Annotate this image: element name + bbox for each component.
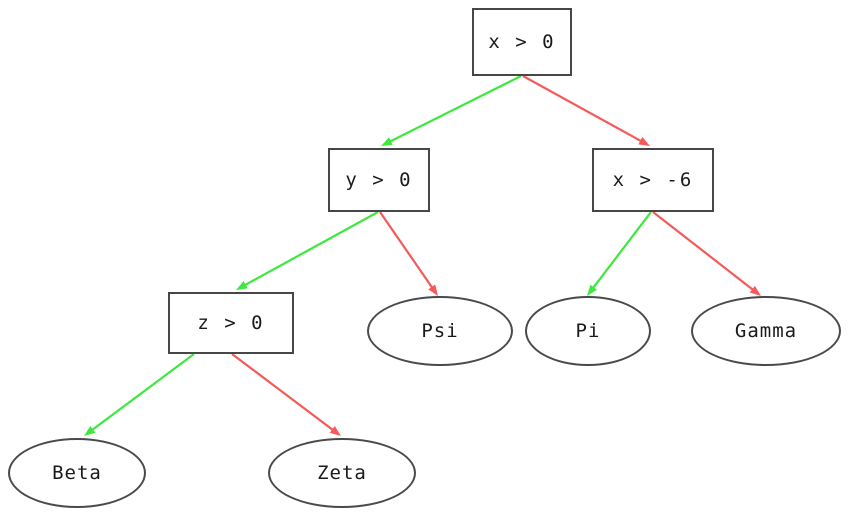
node-label: z > 0	[197, 312, 265, 334]
node-label: x > 0	[488, 31, 556, 53]
edge-line	[379, 211, 434, 290]
edge-line	[591, 211, 652, 290]
edge-y_test-to-z_test-true	[236, 211, 379, 290]
node-label: y > 0	[345, 169, 413, 191]
edge-arrowhead-icon	[236, 281, 248, 290]
edge-line	[231, 353, 335, 432]
edge-arrowhead-icon	[329, 426, 341, 436]
edge-arrowhead-icon	[749, 285, 761, 296]
leaf-gamma[interactable]: Gamma	[691, 296, 841, 366]
edge-line	[652, 211, 755, 292]
edge-x_test-to-gamma-false	[652, 211, 761, 296]
edge-arrowhead-icon	[381, 137, 393, 146]
node-label: Gamma	[734, 320, 798, 342]
leaf-psi[interactable]: Psi	[367, 296, 513, 366]
edge-arrowhead-icon	[587, 284, 598, 296]
edge-arrowhead-icon	[84, 426, 96, 436]
node-label: Beta	[52, 462, 102, 484]
leaf-beta[interactable]: Beta	[8, 438, 146, 508]
edge-line	[243, 211, 379, 287]
edge-line	[522, 75, 643, 143]
edge-y_test-to-psi-false	[379, 211, 438, 296]
edge-line	[90, 353, 195, 432]
edge-z_test-to-zeta-false	[231, 353, 341, 436]
node-label: Pi	[575, 320, 601, 342]
edge-root-to-x_test-false	[522, 75, 650, 146]
node-z-gt-0[interactable]: z > 0	[168, 292, 294, 354]
node-label: Zeta	[317, 462, 367, 484]
node-label: Psi	[421, 320, 459, 342]
edge-arrowhead-icon	[638, 137, 650, 146]
edge-z_test-to-beta-true	[84, 353, 195, 436]
node-y-gt-0[interactable]: y > 0	[328, 148, 430, 212]
edge-root-to-y_test-true	[381, 75, 522, 146]
node-x-gt-neg6[interactable]: x > -6	[592, 148, 714, 212]
node-root-x-gt-0[interactable]: x > 0	[472, 8, 572, 76]
node-label: x > -6	[612, 169, 694, 191]
leaf-zeta[interactable]: Zeta	[268, 438, 416, 508]
edge-line	[388, 75, 522, 143]
edge-x_test-to-pi-true	[587, 211, 652, 296]
edge-arrowhead-icon	[428, 284, 438, 296]
leaf-pi[interactable]: Pi	[525, 296, 651, 366]
